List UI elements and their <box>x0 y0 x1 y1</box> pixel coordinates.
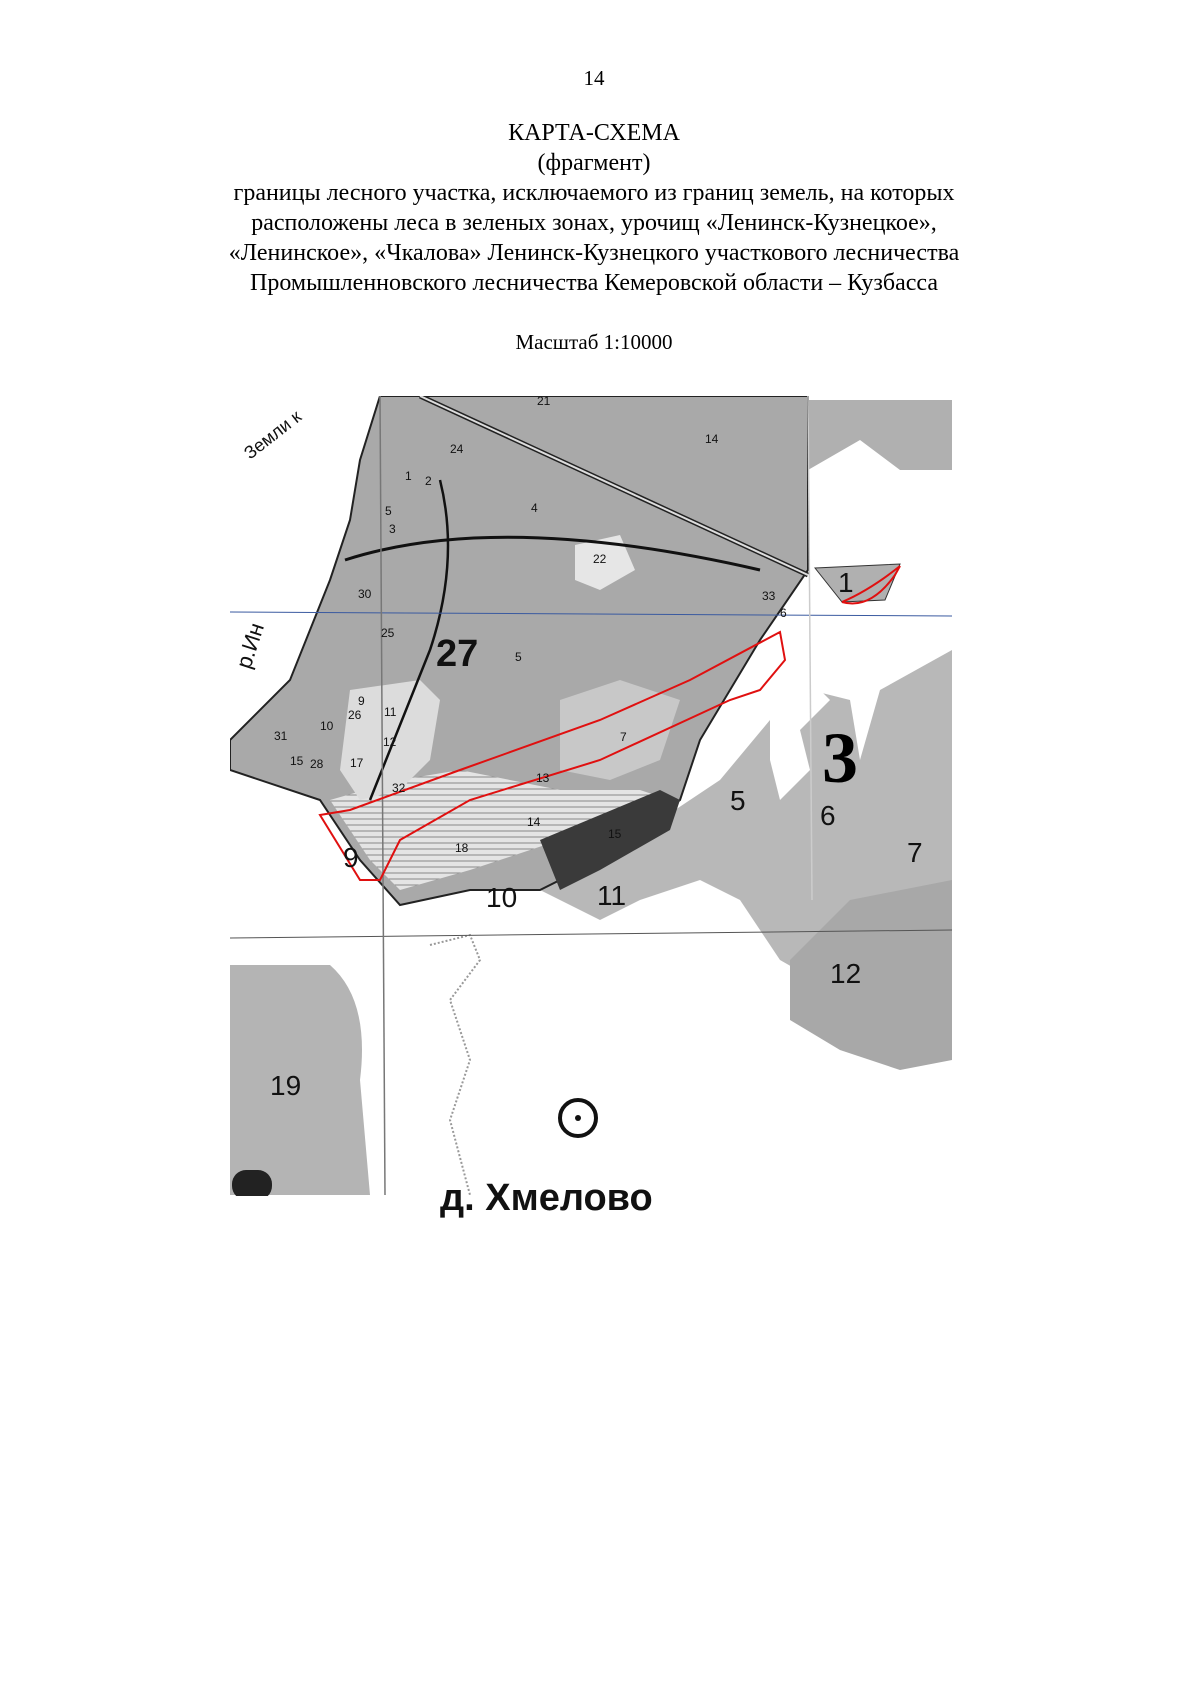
subplot-label: 9 <box>358 694 365 708</box>
page-number: 14 <box>583 66 605 90</box>
subplot-label: 33 <box>762 589 776 603</box>
adjacent-area-1 <box>814 563 901 603</box>
small-labels: 21 24 14 1 2 4 5 3 22 30 25 5 33 6 26 11… <box>274 394 787 855</box>
light-area <box>340 680 440 800</box>
subplot-label: 14 <box>705 432 719 446</box>
subplot-label: 17 <box>350 756 364 770</box>
adjacent-area-19 <box>230 965 370 1195</box>
adjacent-label: 9 <box>343 842 359 873</box>
hatched-area <box>330 770 670 890</box>
subplot-label: 32 <box>392 781 406 795</box>
subplot-label: 4 <box>531 501 538 515</box>
subplot-label: 6 <box>780 606 787 620</box>
title-line: «Ленинское», «Чкалова» Ленинск-Кузнецког… <box>228 240 960 266</box>
subplot-label: 13 <box>536 771 550 785</box>
light-area <box>560 680 680 780</box>
adjacent-labels: 1 5 6 7 9 10 11 12 19 <box>270 567 923 1101</box>
adjacent-label: 12 <box>830 958 861 989</box>
subplot-label: 18 <box>455 841 469 855</box>
quarter-3-label: 3 <box>822 718 858 798</box>
adjacent-area <box>808 400 952 470</box>
subplot-label: 10 <box>320 719 334 733</box>
subplot-label: 5 <box>385 504 392 518</box>
subplot-label: 1 <box>405 469 412 483</box>
light-area-22 <box>575 535 635 590</box>
adjacent-area <box>790 880 952 1070</box>
adjacent-label: 6 <box>820 800 836 831</box>
adjacent-label: 7 <box>907 837 923 868</box>
subplot-label: 15 <box>608 827 622 841</box>
adjacent-label: 19 <box>270 1070 301 1101</box>
dark-area-15 <box>540 790 680 890</box>
title-line: КАРТА-СХЕМА <box>508 120 680 146</box>
subplot-label: 3 <box>389 522 396 536</box>
subplot-label: 15 <box>290 754 304 768</box>
subplot-label: 14 <box>527 815 541 829</box>
adjacent-label: 1 <box>838 567 854 598</box>
village-symbol-partial <box>232 1170 272 1196</box>
subplot-label: 26 <box>348 708 362 722</box>
subplot-label: 25 <box>381 626 395 640</box>
title-line: (фрагмент) <box>537 150 651 176</box>
village-boundary <box>429 933 482 1196</box>
subplot-label: 12 <box>383 735 397 749</box>
subplot-label: 28 <box>310 757 324 771</box>
subplot-label: 24 <box>450 442 464 456</box>
document-title: КАРТА-СХЕМА (фрагмент) границы лесного у… <box>0 118 1188 298</box>
white-hole <box>770 680 830 800</box>
lands-label: Земли к <box>240 406 305 463</box>
adjacent-label: 5 <box>730 785 746 816</box>
subplot-label: 7 <box>620 730 627 744</box>
adjacent-label: 10 <box>486 882 517 913</box>
subplot-label: 2 <box>425 474 432 488</box>
quarter-line <box>344 535 761 572</box>
subplot-label: 31 <box>274 729 288 743</box>
village-label: д. Хмелово <box>440 1177 653 1219</box>
title-line: границы лесного участка, исключаемого из… <box>233 180 955 206</box>
quarter-line <box>368 479 450 801</box>
title-line: расположены леса в зеленых зонах, урочищ… <box>251 210 937 236</box>
subplot-label: 5 <box>515 650 522 664</box>
adjacent-label: 11 <box>597 880 626 911</box>
subplot-label: 22 <box>593 552 607 566</box>
quarter-27-label: 27 <box>436 633 478 675</box>
excluded-parcel-boundary-1 <box>841 565 901 605</box>
title-line: Промышленновского лесничества Кемеровско… <box>250 270 938 296</box>
map-scale: Масштаб 1:10000 <box>515 330 673 354</box>
subplot-label: 21 <box>537 394 551 408</box>
river-label: р.Ин <box>231 620 269 672</box>
subplot-label: 30 <box>358 587 372 601</box>
village-symbol <box>558 1098 598 1138</box>
subplot-label: 11 <box>384 705 397 719</box>
excluded-parcel-boundary <box>318 630 787 881</box>
